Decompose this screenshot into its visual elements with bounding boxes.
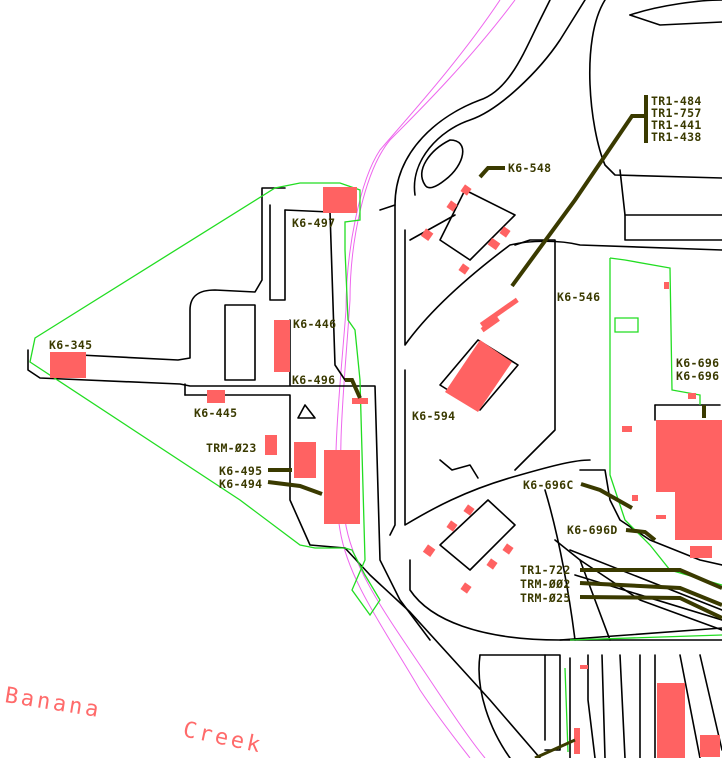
- building-k6-445[interactable]: [207, 390, 225, 403]
- building-k6-446[interactable]: [274, 320, 290, 372]
- label-k6-497[interactable]: K6-497: [292, 216, 335, 230]
- building-trm-023[interactable]: [265, 435, 277, 455]
- label-tr1-757[interactable]: TR1-757: [651, 106, 702, 120]
- label-k6-696d[interactable]: K6-696D: [567, 523, 618, 537]
- label-k6-345[interactable]: K6-345: [49, 338, 92, 352]
- label-tr1-484[interactable]: TR1-484: [651, 94, 702, 108]
- label-tr1-438[interactable]: TR1-438: [651, 130, 702, 144]
- building-south-1[interactable]: [657, 683, 685, 758]
- building-k6-345[interactable]: [50, 352, 86, 378]
- label-k6-496[interactable]: K6-496: [292, 373, 335, 387]
- label-k6-594[interactable]: K6-594: [412, 409, 455, 423]
- building-k6-696d[interactable]: [690, 546, 712, 558]
- label-k6-696c[interactable]: K6-696C: [523, 478, 574, 492]
- building-main-complex[interactable]: [656, 420, 722, 492]
- building-annex[interactable]: [675, 490, 722, 540]
- building-k6-494[interactable]: [324, 450, 360, 524]
- label-trm-002[interactable]: TRM-ØØ2: [520, 577, 571, 591]
- label-k6-546[interactable]: K6-546: [557, 290, 600, 304]
- building-south-2[interactable]: [700, 735, 720, 757]
- label-trm-023[interactable]: TRM-Ø23: [206, 441, 257, 455]
- label-tr1-722[interactable]: TR1-722: [520, 563, 571, 577]
- buildings: [50, 184, 722, 758]
- label-k6-446[interactable]: K6-446: [293, 317, 336, 331]
- label-trm-025[interactable]: TRM-Ø25: [520, 591, 571, 605]
- road-network: [27, 0, 722, 758]
- label-k6-696-a[interactable]: K6-696: [676, 356, 719, 370]
- label-k6-445[interactable]: K6-445: [194, 406, 237, 420]
- facility-labels: K6-497 K6-446 K6-345 K6-445 K6-496 TRM-Ø…: [49, 94, 719, 605]
- leader-lines: [267, 95, 722, 758]
- label-k6-696-b[interactable]: K6-696: [676, 369, 719, 383]
- building-k6-497[interactable]: [323, 187, 357, 213]
- water-label-banana: Banana: [3, 683, 103, 723]
- building-k6-495[interactable]: [294, 442, 316, 478]
- label-k6-548[interactable]: K6-548: [508, 161, 551, 175]
- shoreline: [335, 0, 516, 758]
- building-k6-496[interactable]: [352, 398, 368, 404]
- label-tr1-441[interactable]: TR1-441: [651, 118, 702, 132]
- water-label-creek: Creek: [181, 717, 266, 758]
- label-k6-495[interactable]: K6-495: [219, 464, 262, 478]
- security-fences: [29, 182, 722, 753]
- label-k6-494[interactable]: K6-494: [219, 477, 262, 491]
- building-k6-594[interactable]: [445, 340, 512, 412]
